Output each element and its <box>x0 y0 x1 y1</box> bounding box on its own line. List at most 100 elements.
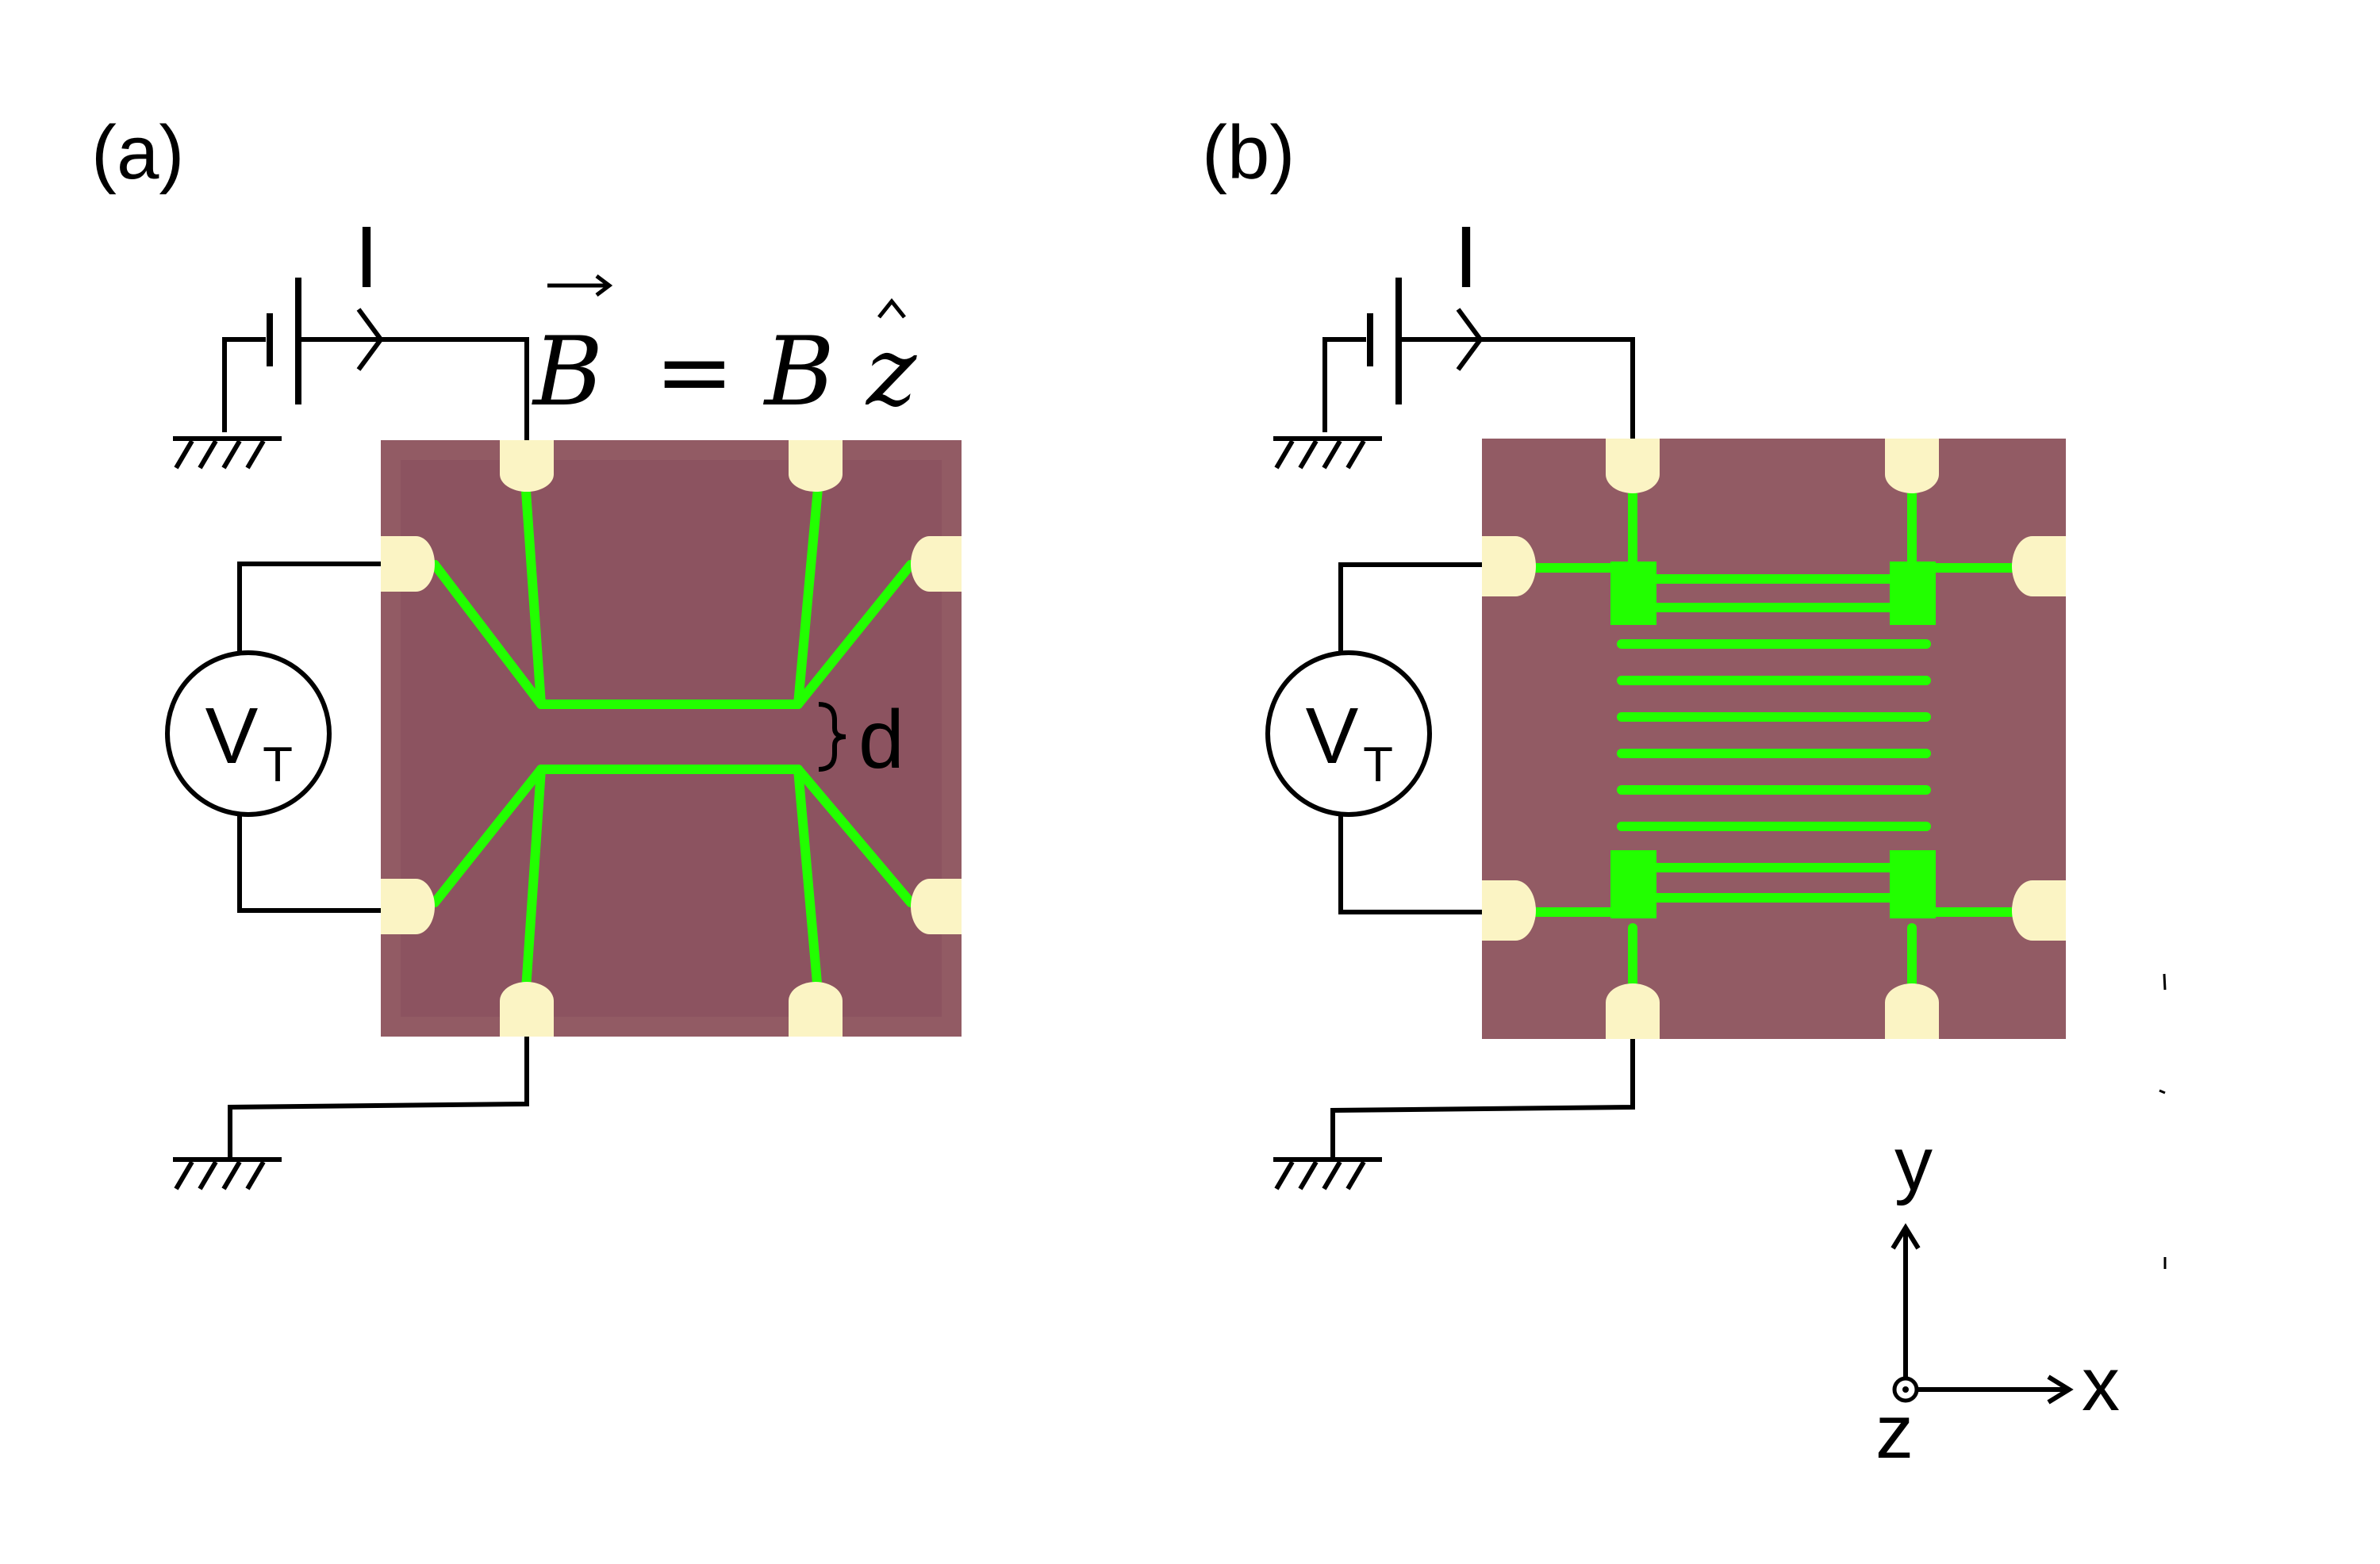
ground-b-bottom-hatch-2 <box>1298 1160 1319 1190</box>
pad-a-bottom-left <box>500 982 554 1037</box>
lead-a-bottom-left <box>520 765 546 1006</box>
pad-b-bottom-left <box>1606 983 1660 1039</box>
ground-a-bottom-hatch-3 <box>221 1160 242 1190</box>
wire-b-battery-to-sample <box>1402 337 1635 439</box>
panel-b: (b) <box>1202 110 2167 1269</box>
x-axis-arrowhead <box>2047 1374 2074 1405</box>
pad-a-right-lower <box>911 879 962 934</box>
current-label-b: I <box>1454 209 1479 306</box>
ground-a-top-hatch-3 <box>221 439 242 470</box>
gap-label: d <box>858 694 904 786</box>
wire-b-ground-to-battery <box>1322 337 1366 432</box>
pad-a-top-left <box>500 440 554 492</box>
ground-b-top-hatch-1 <box>1274 439 1295 470</box>
unit-vector-hat <box>877 297 906 319</box>
field-symbol: B <box>532 317 603 427</box>
ground-a-bottom-hatch-4 <box>245 1160 266 1190</box>
gap-brace <box>818 702 846 772</box>
wire-b-voltmeter-top <box>1338 562 1482 652</box>
pad-b-left-lower <box>1482 880 1536 941</box>
panel-b-label: (b) <box>1202 110 1295 195</box>
ground-b-top-hatch-3 <box>1322 439 1342 470</box>
graphene-b <box>1530 479 2020 996</box>
ground-b-top-hatch-2 <box>1298 439 1319 470</box>
voltmeter-a-subscript: T <box>263 738 293 792</box>
voltmeter-b-circle <box>1265 650 1432 817</box>
ground-b-top <box>1273 436 1382 470</box>
coordinate-axes: y x z <box>1875 1121 2120 1474</box>
ground-a-bottom-hatch-2 <box>198 1160 218 1190</box>
wire-b-voltmeter-bottom <box>1338 815 1482 914</box>
wire-a-voltmeter-bottom <box>237 815 381 913</box>
lead-a-bottom-right <box>793 765 823 1006</box>
contacts-a <box>381 440 962 1037</box>
pad-b-left-upper <box>1482 536 1536 596</box>
pad-b-bottom-right <box>1885 983 1939 1039</box>
voltmeter-b-label: V <box>1306 692 1359 780</box>
voltmeter-b: V T <box>1265 562 1482 914</box>
ground-a-top-hatch-2 <box>198 439 218 470</box>
current-arrow-a <box>356 308 384 371</box>
wire-a-battery-to-sample <box>301 337 529 440</box>
current-arrow-b <box>1456 308 1484 371</box>
lead-a-left-upper <box>430 560 546 709</box>
edge-artifacts <box>2159 973 2167 1269</box>
lead-a-top-left <box>520 475 546 709</box>
lead-a-right-upper <box>793 560 916 709</box>
block-b-top-right <box>1890 562 1936 625</box>
z-axis-label: z <box>1875 1390 1914 1474</box>
pad-a-right-upper <box>911 536 962 592</box>
sample-b-substrate <box>1482 439 2066 1039</box>
x-axis-label: x <box>2082 1342 2120 1427</box>
ground-b-bottom-hatch-4 <box>1345 1160 1366 1190</box>
voltmeter-a-circle <box>165 650 332 817</box>
lead-a-right-lower <box>793 765 916 907</box>
wire-a-voltmeter-top <box>237 562 381 652</box>
pad-b-right-lower <box>2012 880 2066 941</box>
ground-a-bottom-hatch-1 <box>174 1160 194 1190</box>
field-unit-vector: z <box>865 317 917 427</box>
pad-b-right-upper <box>2012 536 2066 596</box>
voltmeter-b-subscript: T <box>1363 738 1393 792</box>
lead-a-top-right <box>793 475 823 709</box>
ground-b-bottom <box>1273 1039 1635 1190</box>
pad-b-top-left <box>1606 439 1660 493</box>
edge-artifact-2 <box>2159 1089 2166 1094</box>
current-source-a: I <box>222 209 529 440</box>
y-axis-arrowhead <box>1891 1223 1921 1250</box>
ground-b-bottom-hatch-1 <box>1274 1160 1295 1190</box>
ground-a-top-hatch-4 <box>245 439 266 470</box>
field-equation: B = B z <box>532 274 917 427</box>
y-axis-label: y <box>1894 1121 1933 1206</box>
pad-a-top-right <box>789 440 843 492</box>
wire-b-sample-to-ground <box>1330 1039 1635 1160</box>
z-axis-dot <box>1902 1386 1909 1393</box>
gap-annotation: d <box>818 694 904 786</box>
current-source-b: I <box>1322 209 1635 439</box>
lead-a-left-lower <box>430 765 546 907</box>
panel-a-label: (a) <box>91 110 184 195</box>
pad-b-top-right <box>1885 439 1939 493</box>
field-vector-arrow-head <box>595 274 613 297</box>
pad-a-left-lower <box>381 879 435 934</box>
pad-a-left-upper <box>381 536 435 592</box>
ground-a-top <box>173 436 282 470</box>
sample-a <box>381 440 962 1037</box>
ground-b-top-hatch-4 <box>1345 439 1366 470</box>
pad-a-bottom-right <box>789 982 843 1037</box>
current-label-a: I <box>355 209 379 306</box>
sample-b <box>1482 439 2066 1039</box>
voltmeter-a: V T <box>165 562 381 913</box>
wire-a-ground-to-battery <box>222 337 266 432</box>
graphene-a <box>430 475 916 1006</box>
contacts-b <box>1482 439 2066 1039</box>
ground-a-top-hatch-1 <box>174 439 194 470</box>
block-b-bottom-right <box>1890 850 1936 918</box>
wire-a-sample-to-ground <box>228 1037 529 1160</box>
sample-a-inner <box>401 460 942 1017</box>
panel-a: (a) <box>91 110 962 1190</box>
edge-artifact-1 <box>2163 973 2167 991</box>
voltmeter-a-label: V <box>205 692 259 780</box>
ground-b-bottom-hatch-3 <box>1322 1160 1342 1190</box>
